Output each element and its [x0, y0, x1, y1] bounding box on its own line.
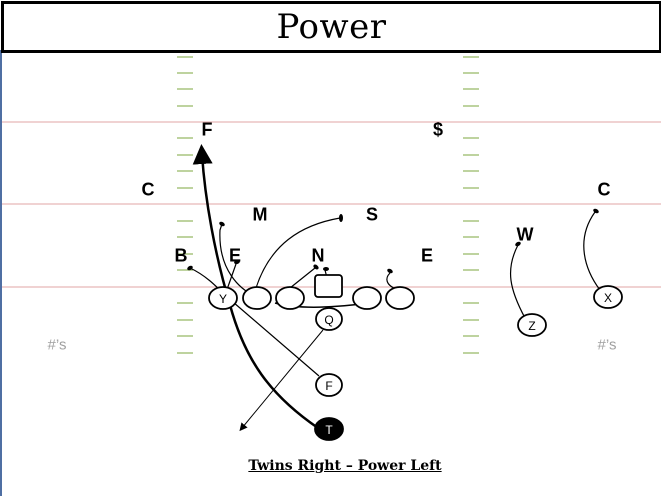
fullback-path: [189, 267, 320, 377]
player-y: [208, 286, 238, 310]
defender-f: F: [201, 119, 213, 140]
guard-block-n: [289, 267, 316, 289]
defender-n: N: [311, 245, 325, 266]
offense-y-label: Y: [218, 292, 228, 306]
defender-m: M: [252, 204, 268, 225]
player-f: [315, 373, 343, 397]
hash-marks-right: [463, 56, 479, 354]
center: [314, 274, 343, 298]
offense-x-label: X: [603, 291, 613, 305]
yard-lines: [2, 121, 661, 288]
player-z: [517, 313, 547, 337]
left-guard: [275, 286, 305, 310]
block-markers: [187, 208, 599, 274]
z-block: [510, 244, 526, 319]
title-banner: Power: [1, 1, 661, 53]
offense-z-label: Z: [528, 319, 536, 333]
right-tackle: [385, 286, 415, 310]
x-block: [583, 211, 601, 291]
offense-t-label: T: [325, 423, 333, 437]
defender-e-left: E: [228, 245, 242, 266]
offensive-line: [208, 274, 623, 441]
page-left-edge: [0, 50, 2, 496]
numbers-label-left: #’s: [47, 336, 67, 354]
right-guard: [352, 286, 382, 310]
defender-c-right: C: [597, 179, 611, 200]
qb-path: [239, 329, 324, 432]
player-t: [314, 417, 344, 441]
left-tackle: [242, 286, 272, 310]
offense-q-label: Q: [324, 313, 334, 327]
defender-c-left: C: [141, 179, 155, 200]
hash-marks-left: [177, 56, 193, 354]
defender-e-right: E: [420, 245, 434, 266]
offense-f-label: F: [325, 379, 333, 393]
defender-b: B: [174, 245, 188, 266]
defender-s: S: [365, 204, 379, 225]
player-q: [315, 307, 343, 331]
play-title: Power: [276, 7, 387, 47]
defender-dollar: $: [432, 119, 444, 140]
defender-w: W: [516, 224, 534, 245]
player-x: [593, 285, 623, 309]
play-caption: Twins Right – Power Left: [248, 458, 442, 474]
numbers-label-right: #’s: [597, 336, 617, 354]
guard-to-s: [255, 217, 341, 289]
